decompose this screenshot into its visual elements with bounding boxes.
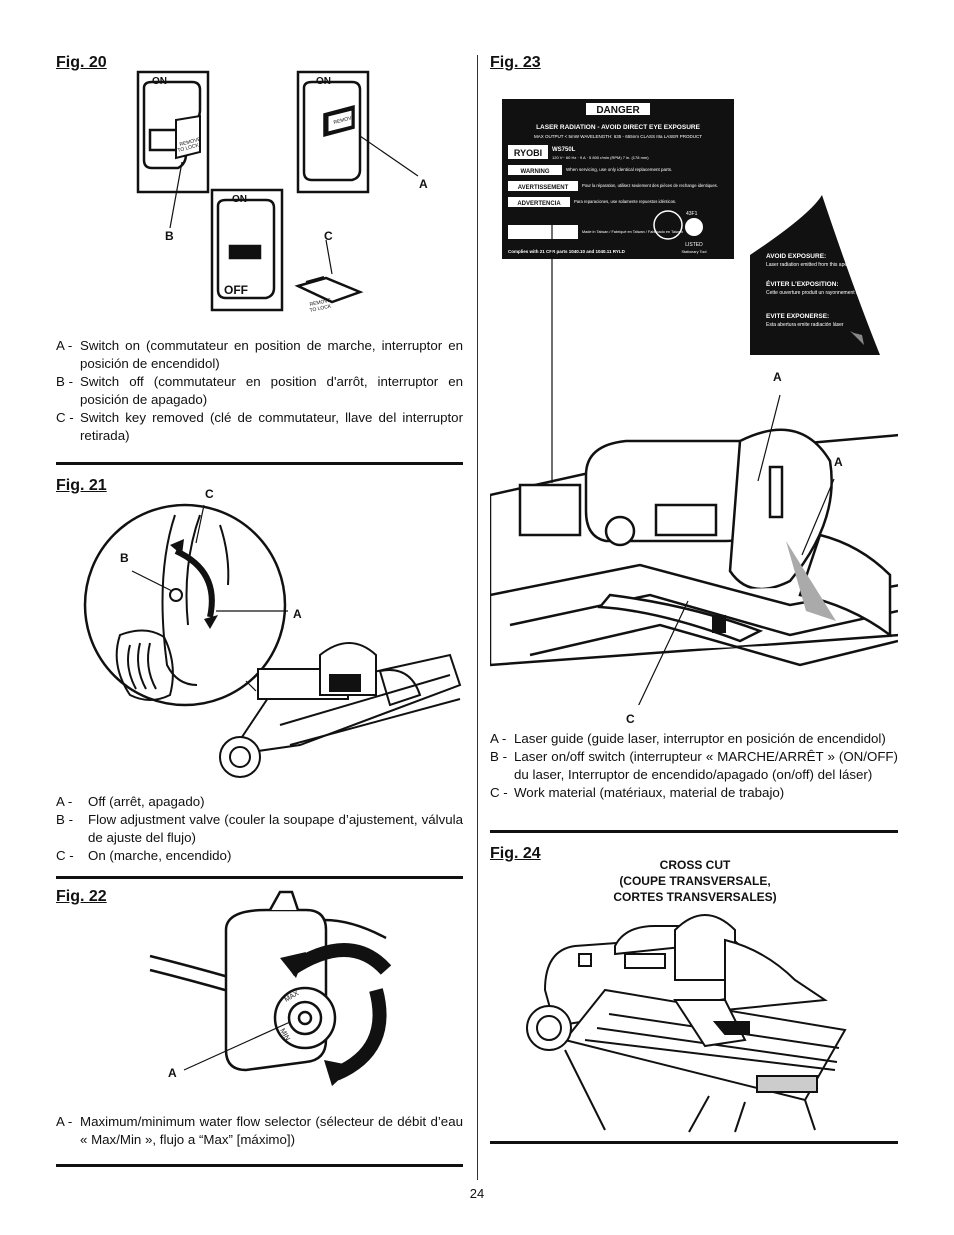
listed-text: LISTED	[685, 242, 703, 248]
fig20-captions: A -Switch on (commutateur en position de…	[56, 337, 463, 445]
switch-on-icon	[296, 70, 370, 194]
fig20-label-b: B	[165, 229, 174, 243]
section-divider	[490, 1141, 898, 1144]
fig21-label-a: A	[293, 607, 302, 621]
fig20-caption-c: C -Switch key removed (clé de commutateu…	[56, 410, 463, 443]
aperture-fr-text: Cette ouverture produit un rayonnement l…	[766, 290, 867, 296]
column-divider	[477, 55, 478, 1180]
fig23-caption-c: C -Work material (matériaux, material de…	[490, 785, 785, 800]
complies-text: Complies with 21 CFR parts 1040.10 and 1…	[508, 249, 626, 254]
listing-code-text: 43F1	[686, 211, 698, 217]
fig23-caption-b: B -Laser on/off switch (interrupteur « M…	[490, 749, 898, 782]
aperture-en-title: AVOID EXPOSURE:	[766, 253, 826, 260]
section-divider	[56, 462, 463, 465]
advertencia-text: ADVERTENCIA	[517, 201, 561, 207]
model-text: WS750L	[552, 147, 576, 153]
fig21-captions: A -Off (arrêt, apagado) B -Flow adjustme…	[56, 793, 463, 865]
stationary-text: Stationary Tool	[681, 250, 706, 254]
advertencia-body: Para reparaciones, use solamente repuest…	[574, 199, 676, 204]
fig24-heading-line2: (COUPE TRANSVERSALE,	[619, 874, 771, 888]
aperture-fr-title: ÉVITER L’EXPOSITION:	[766, 279, 839, 288]
aperture-label	[750, 195, 880, 355]
made-in-text: Made in Taiwan / Fabriqué en Taïwan / Fa…	[582, 230, 683, 234]
fig21-title: Fig. 21	[56, 477, 107, 494]
fig20-key-text-b1: REMOVE	[179, 136, 202, 148]
switch-key-removed-icon	[210, 188, 364, 312]
fig22-captions: A -Maximum/minimum water flow selector (…	[56, 1113, 463, 1149]
fig20-on-text: ON	[152, 76, 167, 87]
avertissement-text: AVERTISSEMENT	[518, 185, 569, 191]
fig23-label-c: C	[626, 712, 635, 726]
fig23-illustration: DANGER LASER RADIATION - AVOID DIRECT EY…	[490, 95, 898, 705]
fig22-title: Fig. 22	[56, 888, 107, 905]
fig24-heading: CROSS CUT (COUPE TRANSVERSALE, CORTES TR…	[560, 857, 830, 905]
fig20-key-text-c2: TO LOCK	[309, 303, 332, 314]
section-divider	[56, 1164, 463, 1167]
fig21-illustration	[80, 495, 465, 795]
warning-text: WARNING	[521, 169, 550, 175]
aperture-es-title: EVITE EXPONERSE:	[766, 313, 829, 320]
danger-text: DANGER	[596, 105, 640, 116]
fig22-caption-a: A -Maximum/minimum water flow selector (…	[56, 1114, 463, 1147]
fig23-captions: A -Laser guide (guide laser, interruptor…	[490, 730, 898, 802]
fig20-caption-b: B -Switch off (commutateur en position d…	[56, 374, 463, 407]
fig21-caption-a: A -Off (arrêt, apagado)	[56, 794, 205, 809]
aperture-en-text: Laser radiation emitted from this apertu…	[766, 262, 858, 268]
warning-body: When servicing, use only identical repla…	[566, 167, 672, 172]
fig20-label-a: A	[419, 177, 428, 191]
fig20-on-text-c: ON	[232, 194, 247, 205]
fig24-illustration	[525, 910, 855, 1135]
fig23-label-a2: A	[834, 455, 843, 469]
fig20-key-text-b2: TO LOCK	[177, 142, 200, 154]
switch-off-icon	[136, 70, 210, 194]
fig20-off-text-c: OFF	[224, 283, 248, 297]
laser-line-text: LASER RADIATION - AVOID DIRECT EYE EXPOS…	[536, 124, 701, 131]
section-divider	[56, 876, 463, 879]
brand-text: RYOBI	[514, 148, 542, 158]
fig24-title: Fig. 24	[490, 845, 541, 862]
fig20-caption-a: A -Switch on (commutateur en position de…	[56, 338, 463, 371]
fig21-caption-c: C -On (marche, encendido)	[56, 848, 232, 863]
fig20-on-text-a: ON	[316, 76, 331, 87]
fig23-title: Fig. 23	[490, 54, 541, 71]
fig21-caption-b: B -Flow adjustment valve (couler la soup…	[56, 812, 463, 845]
section-divider	[490, 830, 898, 833]
fig22-label-a: A	[168, 1066, 177, 1080]
spec-line-text: MAX OUTPUT < 5mW WAVELENGTH: 635 - 655nm…	[534, 134, 702, 139]
avertissement-body: Pour la réparation, utilisez seulement d…	[582, 183, 718, 188]
fig21-label-b: B	[120, 551, 129, 565]
fig20-label-c: C	[324, 229, 333, 243]
fig23-label-a: A	[773, 370, 782, 384]
fig20-title: Fig. 20	[56, 54, 107, 71]
fig24-heading-line3: CORTES TRANSVERSALES)	[613, 890, 777, 904]
fig23-caption-a: A -Laser guide (guide laser, interruptor…	[490, 731, 886, 746]
rating-text: 120 V~ 60 Hz · 9 A · 5 800 r/min (RPM) 7…	[552, 155, 649, 160]
fig20-key-text-a1: REMOVE	[333, 114, 356, 126]
fig21-label-c: C	[205, 487, 214, 501]
fig20-key-text-c1: REMOVE	[309, 297, 332, 308]
aperture-es-text: Esta abertura emite radiación láser	[766, 322, 844, 328]
page-number: 24	[469, 1186, 485, 1201]
fig22-illustration: MAX MIN	[140, 890, 400, 1100]
fig24-heading-line1: CROSS CUT	[659, 858, 731, 872]
fig20-illustration: ON REMOVE TO LOCK ON REMOVE ON OFF REMOV…	[120, 60, 440, 320]
